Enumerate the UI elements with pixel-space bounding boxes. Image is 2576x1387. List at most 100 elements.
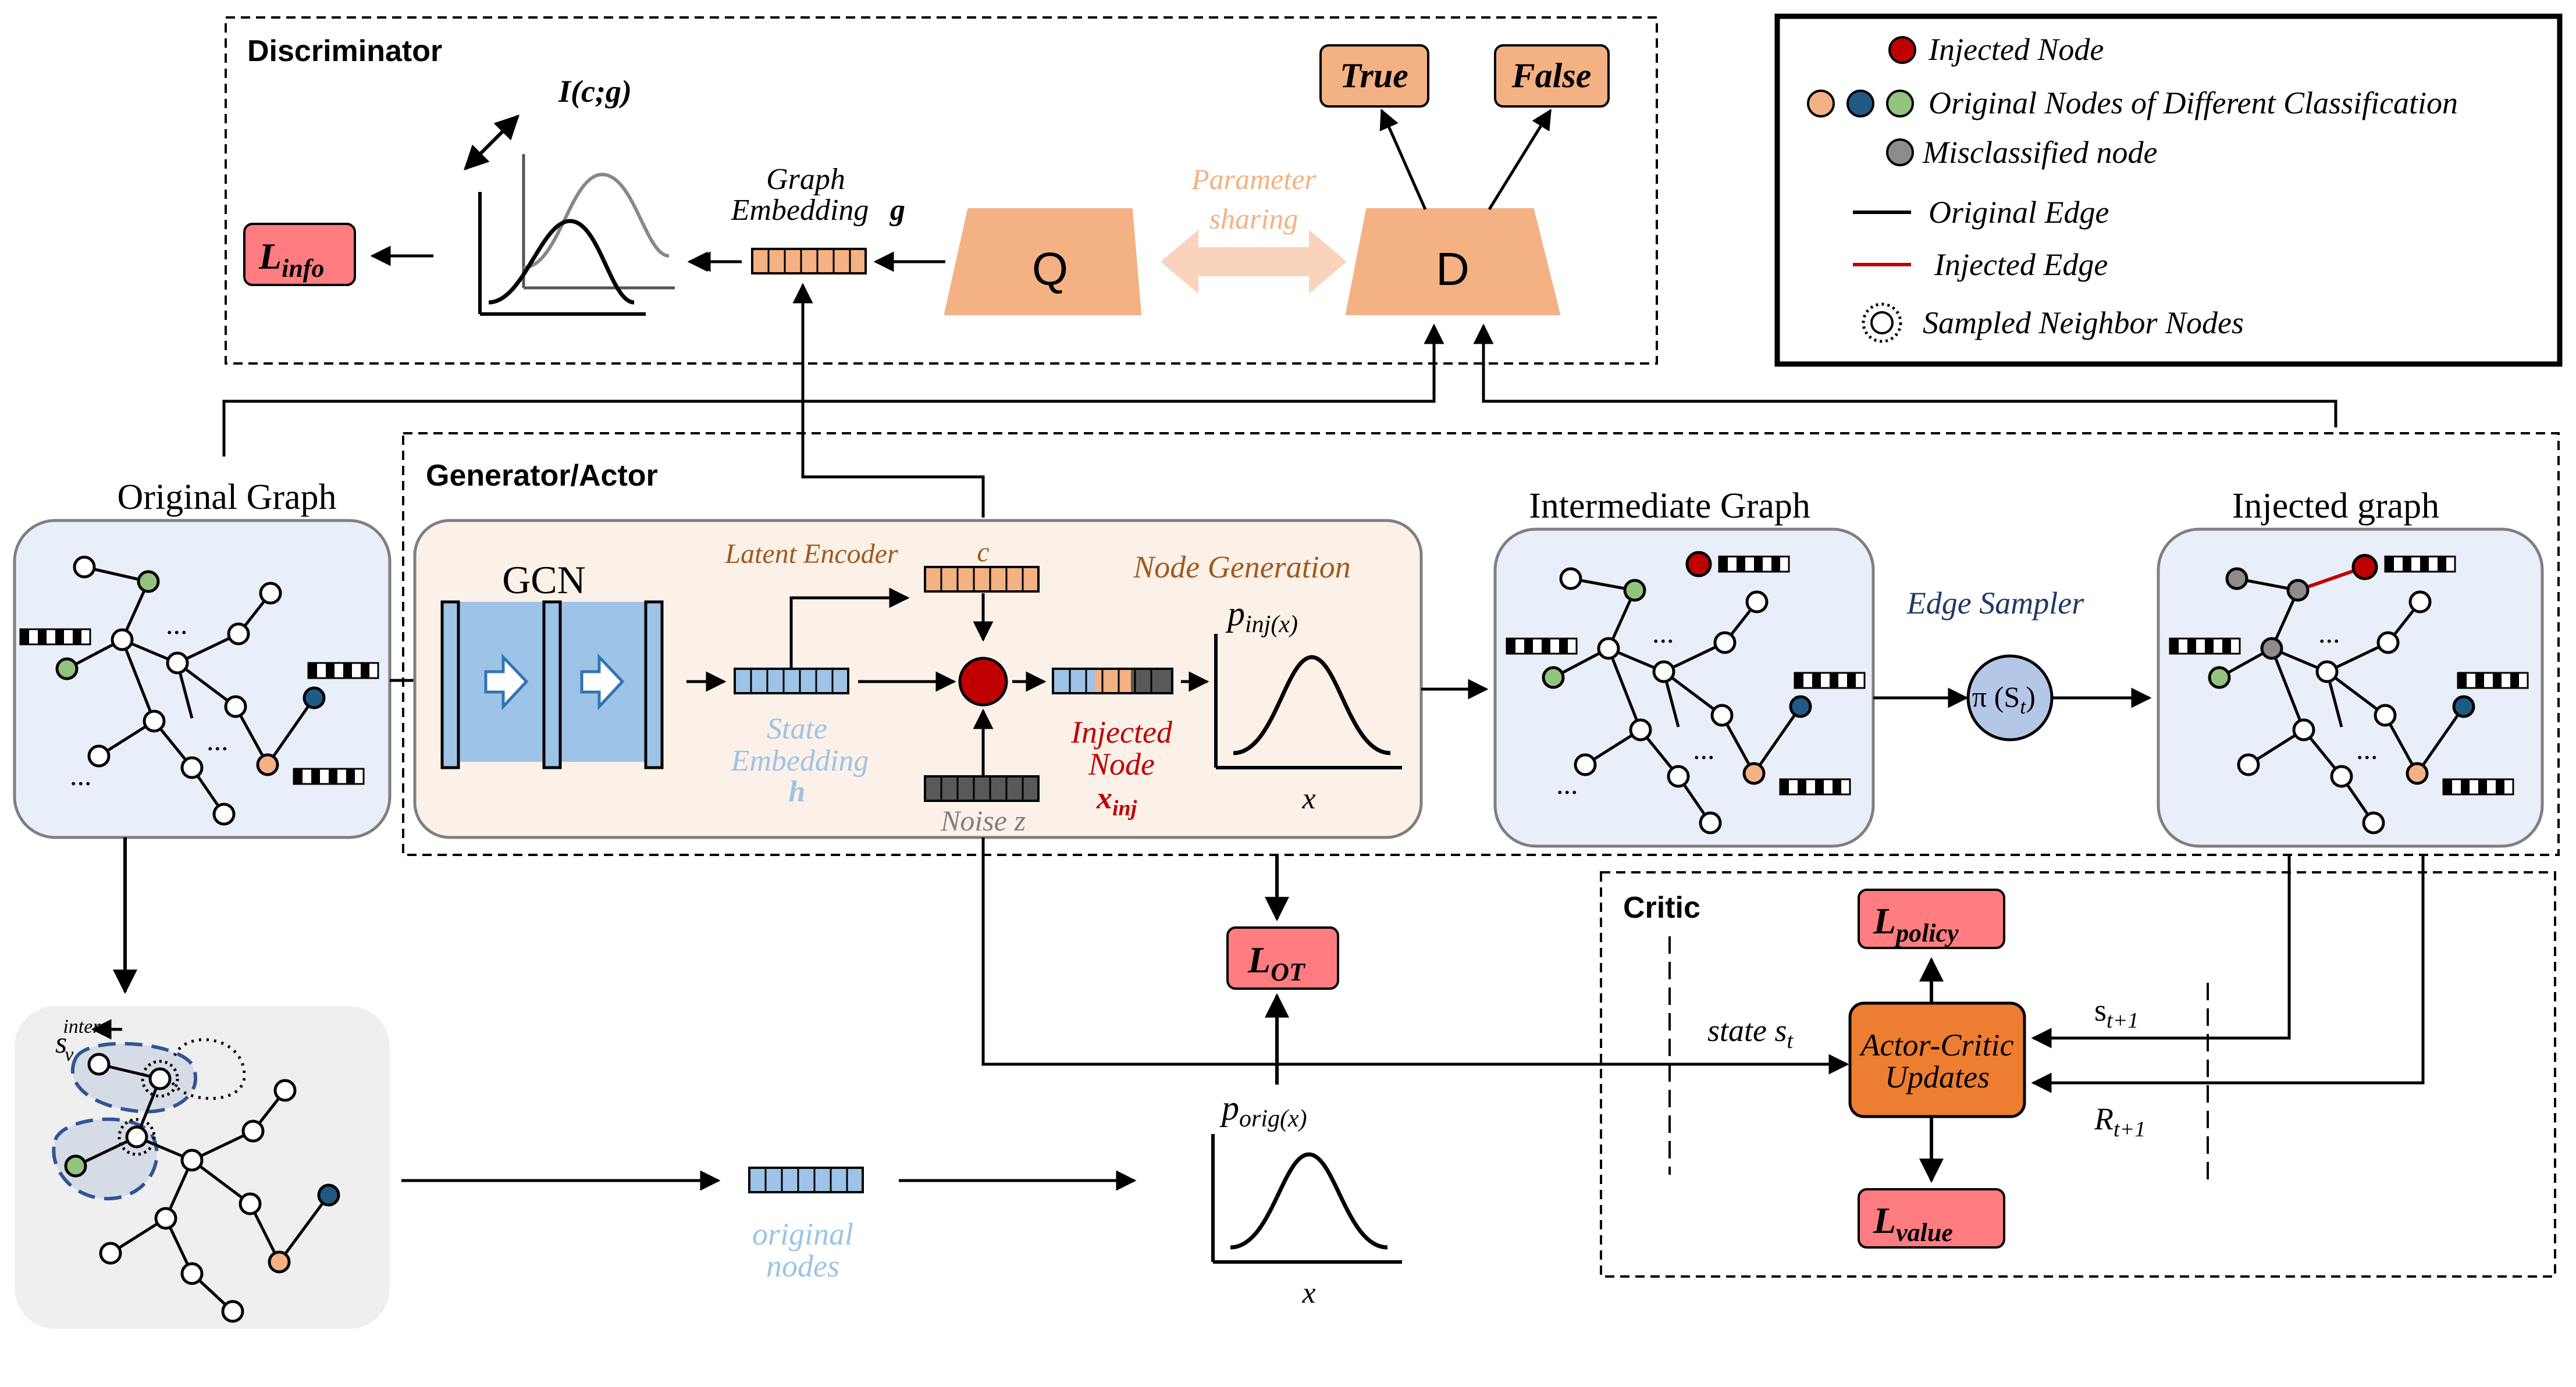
legend-original-edge: Original Edge <box>1929 195 2109 230</box>
original-graph-dots-3: ... <box>70 759 92 791</box>
loss-value-symbol: L <box>1873 1200 1896 1241</box>
intermediate-dots-3: ... <box>1556 768 1578 800</box>
p-orig-x-axis: x <box>1301 1277 1315 1310</box>
loss-policy-box: Lpolicy <box>1858 889 2005 949</box>
original-graph <box>55 555 326 826</box>
c-label: c <box>977 537 989 568</box>
legend-sampled-neighbor: Sampled Neighbor Nodes <box>1923 305 2244 340</box>
generator-panel <box>413 519 1423 839</box>
svg-text:Lpolicy: Lpolicy <box>1873 900 1959 947</box>
loss-info-box: Linfo <box>243 223 356 286</box>
state-embedding-vector <box>734 668 849 694</box>
injected-node-vector <box>1052 668 1173 694</box>
svg-text:Linfo: Linfo <box>258 236 324 283</box>
injected-node-line1: Injected <box>1070 715 1173 750</box>
s-next-label: st+1 <box>2094 993 2139 1033</box>
q-label: Q <box>1032 243 1068 295</box>
state-embedding-line2: Embedding <box>731 744 869 778</box>
graph-embedding-symbol: g <box>889 194 905 227</box>
critic-title: Critic <box>1623 891 1700 925</box>
false-label: False <box>1511 56 1592 95</box>
sampled-neighbor-graph <box>52 1038 340 1323</box>
noise-vector <box>924 775 1040 802</box>
edge-sampler-label: Edge Sampler <box>1906 586 2084 621</box>
arrow-d-to-false <box>1488 109 1552 211</box>
intermediate-feature-vec-1 <box>1506 637 1578 655</box>
actor-critic-update-box: Actor-Critic Updates <box>1848 1001 2026 1118</box>
legend-misclassified-node-icon <box>1886 138 1914 166</box>
graph-embedding-vector <box>751 248 867 274</box>
false-box: False <box>1494 44 1610 108</box>
injected-feature-vec-3 <box>2442 778 2514 796</box>
injected-dots-1: ... <box>2318 616 2340 649</box>
param-sharing-line1: Parameter <box>1191 163 1316 195</box>
q-network: Q <box>944 208 1141 315</box>
arrow-snext-to-critic <box>2031 855 2291 1049</box>
p-inj-x-axis: x <box>1301 782 1315 815</box>
gcn-label: GCN <box>502 558 586 602</box>
original-nodes-line2: nodes <box>766 1249 839 1283</box>
node-generation-label: Node Generation <box>1133 550 1350 584</box>
p-orig-label: porig(x) <box>1219 1089 1307 1132</box>
arrow-original-to-d <box>222 323 1444 457</box>
arrow-state-to-latent <box>789 587 910 669</box>
true-label: True <box>1340 56 1408 95</box>
legend-misclassified-node: Misclassified node <box>1922 135 2157 170</box>
d-network: D <box>1346 208 1560 315</box>
gcn-arrow-icon-2 <box>580 653 625 711</box>
injected-feature-vec-1 <box>2169 637 2241 655</box>
pi-label: π (St) <box>1972 680 2036 718</box>
graph-embedding-label-line1: Graph <box>766 163 845 196</box>
loss-policy-symbol: L <box>1873 900 1896 942</box>
legend-original-nodes: Original Nodes of Different Classificati… <box>1929 85 2458 120</box>
svg-text:Lvalue: Lvalue <box>1873 1200 1953 1247</box>
arrow-rnext-to-critic <box>2031 855 2425 1093</box>
loss-info-symbol: L <box>258 236 282 277</box>
original-graph-title: Original Graph <box>117 477 336 517</box>
injected-feature-vec-2 <box>2457 672 2529 689</box>
legend-blue-node-icon <box>1846 90 1874 117</box>
intermediate-feature-vec-3 <box>1779 778 1851 796</box>
injected-graph-title: Injected graph <box>2232 486 2439 526</box>
state-label: state st <box>1707 1013 1794 1053</box>
svg-text:LOT: LOT <box>1247 939 1306 986</box>
mutual-information-plot: I(c;g) <box>464 74 675 316</box>
critic-frame <box>1600 871 2556 1278</box>
original-graph-dots-2: ... <box>207 724 229 757</box>
true-box: True <box>1319 44 1429 108</box>
p-orig-plot <box>1211 1134 1402 1264</box>
injected-feature-vec-injected <box>2384 555 2456 573</box>
intermediate-feature-vec-2 <box>1794 672 1866 689</box>
original-nodes-line1: original <box>752 1217 853 1251</box>
loss-value-subscript: value <box>1896 1218 1953 1247</box>
original-feature-vec-2 <box>307 662 379 679</box>
arrow-state-to-critic <box>981 837 1849 1075</box>
original-nodes-vector <box>748 1167 864 1193</box>
legend-green-node-icon <box>1886 90 1914 117</box>
intermediate-dots-1: ... <box>1652 616 1674 649</box>
arrow-c-to-embedding <box>792 283 985 518</box>
param-sharing-line2: sharing <box>1209 202 1298 235</box>
original-graph-dots-1: ... <box>166 608 188 640</box>
arrow-d-to-true <box>1379 108 1427 211</box>
d-label: D <box>1436 243 1470 295</box>
mi-label: I(c;g) <box>558 74 632 109</box>
x-inj-label: xinj <box>1096 780 1137 821</box>
intermediate-dots-2: ... <box>1693 733 1715 765</box>
p-inj-label: pinj(x) <box>1225 594 1298 638</box>
double-arrow-icon <box>464 115 520 170</box>
loss-ot-symbol: L <box>1247 939 1271 980</box>
latent-code-vector <box>924 566 1040 593</box>
state-embedding-symbol: h <box>789 775 806 808</box>
legend-injected-edge: Injected Edge <box>1934 247 2108 282</box>
legend-box <box>1774 13 2563 367</box>
loss-policy-subscript: policy <box>1894 919 1959 947</box>
state-embedding-line1: State <box>767 712 827 746</box>
discriminator-frame <box>225 16 1658 365</box>
gcn-block <box>440 600 664 769</box>
legend-sampled-neighbor-icon <box>1862 302 1902 343</box>
p-inj-plot <box>1214 634 1402 769</box>
update-line1: Actor-Critic <box>1859 1028 2014 1062</box>
arrow-injected-to-d <box>1473 323 2337 427</box>
